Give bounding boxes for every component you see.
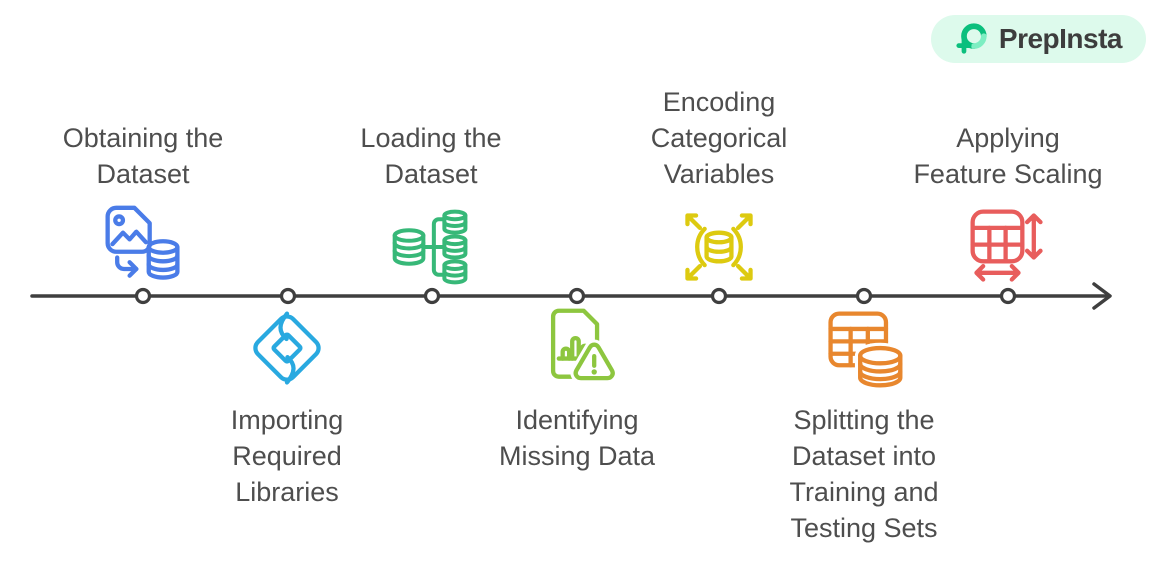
step-splitting-dataset: Splitting the Dataset into Training and … — [744, 306, 984, 546]
timeline-node — [423, 287, 441, 305]
step-label: Splitting the Dataset into Training and … — [789, 405, 939, 543]
library-diamond-icon — [244, 306, 330, 392]
timeline-node — [568, 287, 586, 305]
step-importing-libraries: Importing Required Libraries — [167, 306, 407, 510]
step-label: Loading the Dataset — [360, 123, 502, 189]
timeline-node — [999, 287, 1017, 305]
timeline-node — [279, 287, 297, 305]
step-label: Importing Required Libraries — [230, 405, 344, 507]
prepinsta-logo-text: PrepInsta — [998, 23, 1123, 54]
step-label: Applying Feature Scaling — [913, 123, 1103, 189]
table-scale-arrows-icon — [965, 204, 1051, 290]
timeline-node — [134, 287, 152, 305]
step-encoding-categorical: Encoding Categorical Variables — [599, 72, 839, 290]
step-loading-dataset: Loading the Dataset — [311, 72, 551, 290]
timeline-node — [855, 287, 873, 305]
prepinsta-logo-badge: PrepInsta — [930, 15, 1146, 63]
step-label: Encoding Categorical Variables — [650, 87, 788, 189]
document-chart-warning-icon — [534, 306, 620, 392]
step-label: Identifying Missing Data — [498, 405, 656, 471]
step-identifying-missing-data: Identifying Missing Data — [457, 306, 697, 474]
database-expand-arrows-icon — [676, 204, 762, 290]
step-label: Obtaining the Dataset — [62, 123, 224, 189]
database-distribution-icon — [388, 204, 474, 290]
prepinsta-logo-icon — [956, 23, 987, 54]
table-with-database-icon — [821, 306, 907, 392]
image-to-database-icon — [100, 204, 186, 290]
step-feature-scaling: Applying Feature Scaling — [888, 72, 1128, 290]
timeline-arrow-head — [1092, 282, 1112, 310]
timeline-node — [710, 287, 728, 305]
step-obtaining-dataset: Obtaining the Dataset — [23, 72, 263, 290]
timeline-axis — [30, 282, 1112, 310]
